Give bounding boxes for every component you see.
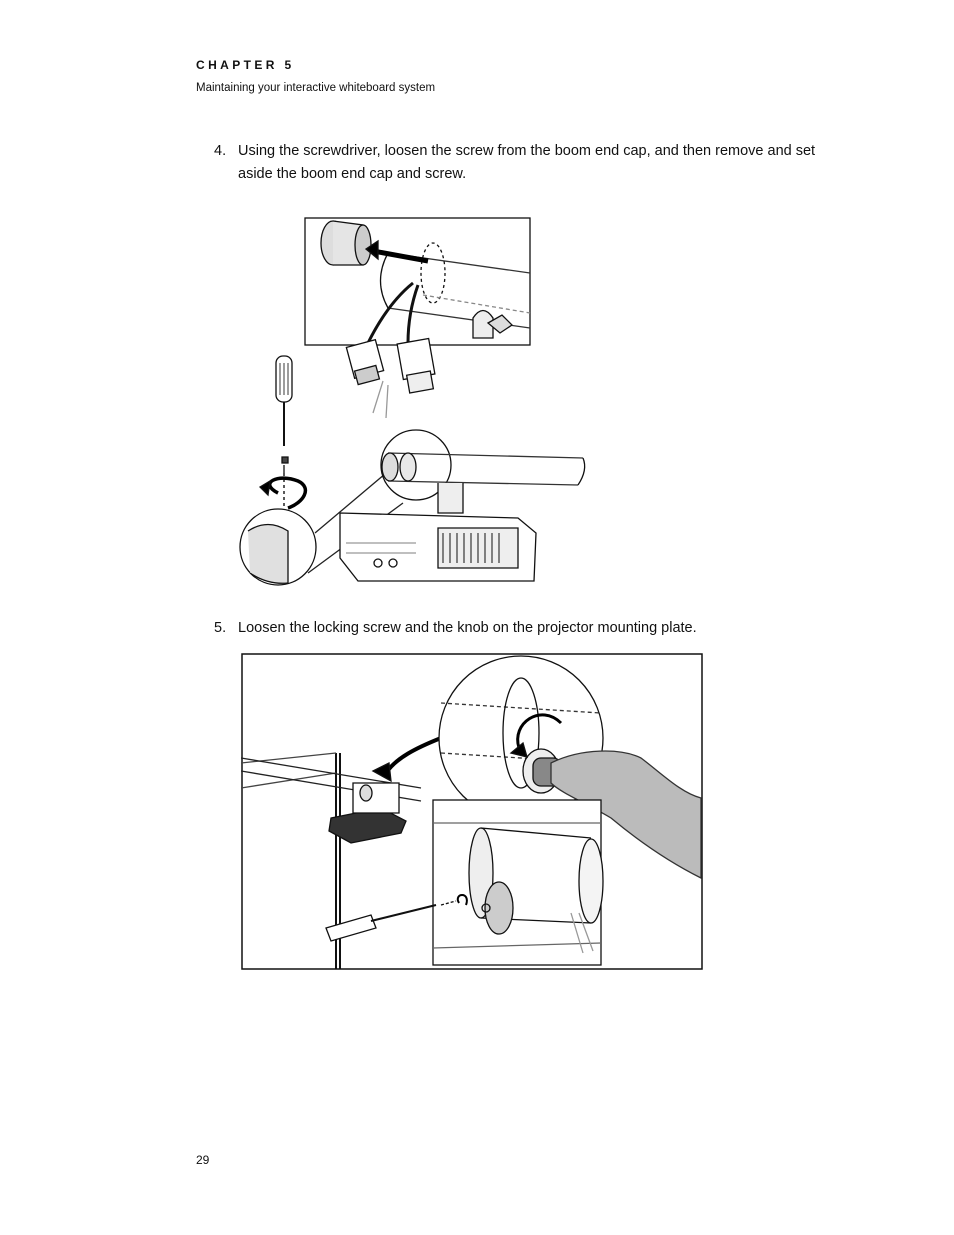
- step-text-line: Using the screwdriver, loosen the screw …: [238, 143, 816, 159]
- step-number: 5.: [214, 620, 227, 636]
- step-text: Loosen the locking screw and the knob on…: [238, 620, 697, 636]
- screwdriver-icon: [275, 355, 293, 473]
- chapter-title: Maintaining your interactive whiteboard …: [196, 82, 436, 94]
- page-number: 29: [196, 1153, 210, 1167]
- boom-end-cap-removal-illustration: [239, 217, 586, 586]
- projector-mounting-plate-illustration: [241, 653, 703, 970]
- small-projector: [328, 782, 407, 844]
- chapter-label: CHAPTER 5: [196, 58, 295, 72]
- projector-assembly: [339, 429, 586, 582]
- locking-screw-inset: [432, 799, 604, 966]
- step-text-line: aside the boom end cap and screw.: [238, 166, 467, 182]
- cables: [345, 281, 436, 419]
- boom-inset: [304, 217, 531, 346]
- screwdriver-icon: [325, 894, 468, 942]
- rotation-arrow-icon: [268, 476, 308, 510]
- step-number: 4.: [214, 143, 227, 159]
- step-text: Using the screwdriver, loosen the screw …: [238, 140, 815, 186]
